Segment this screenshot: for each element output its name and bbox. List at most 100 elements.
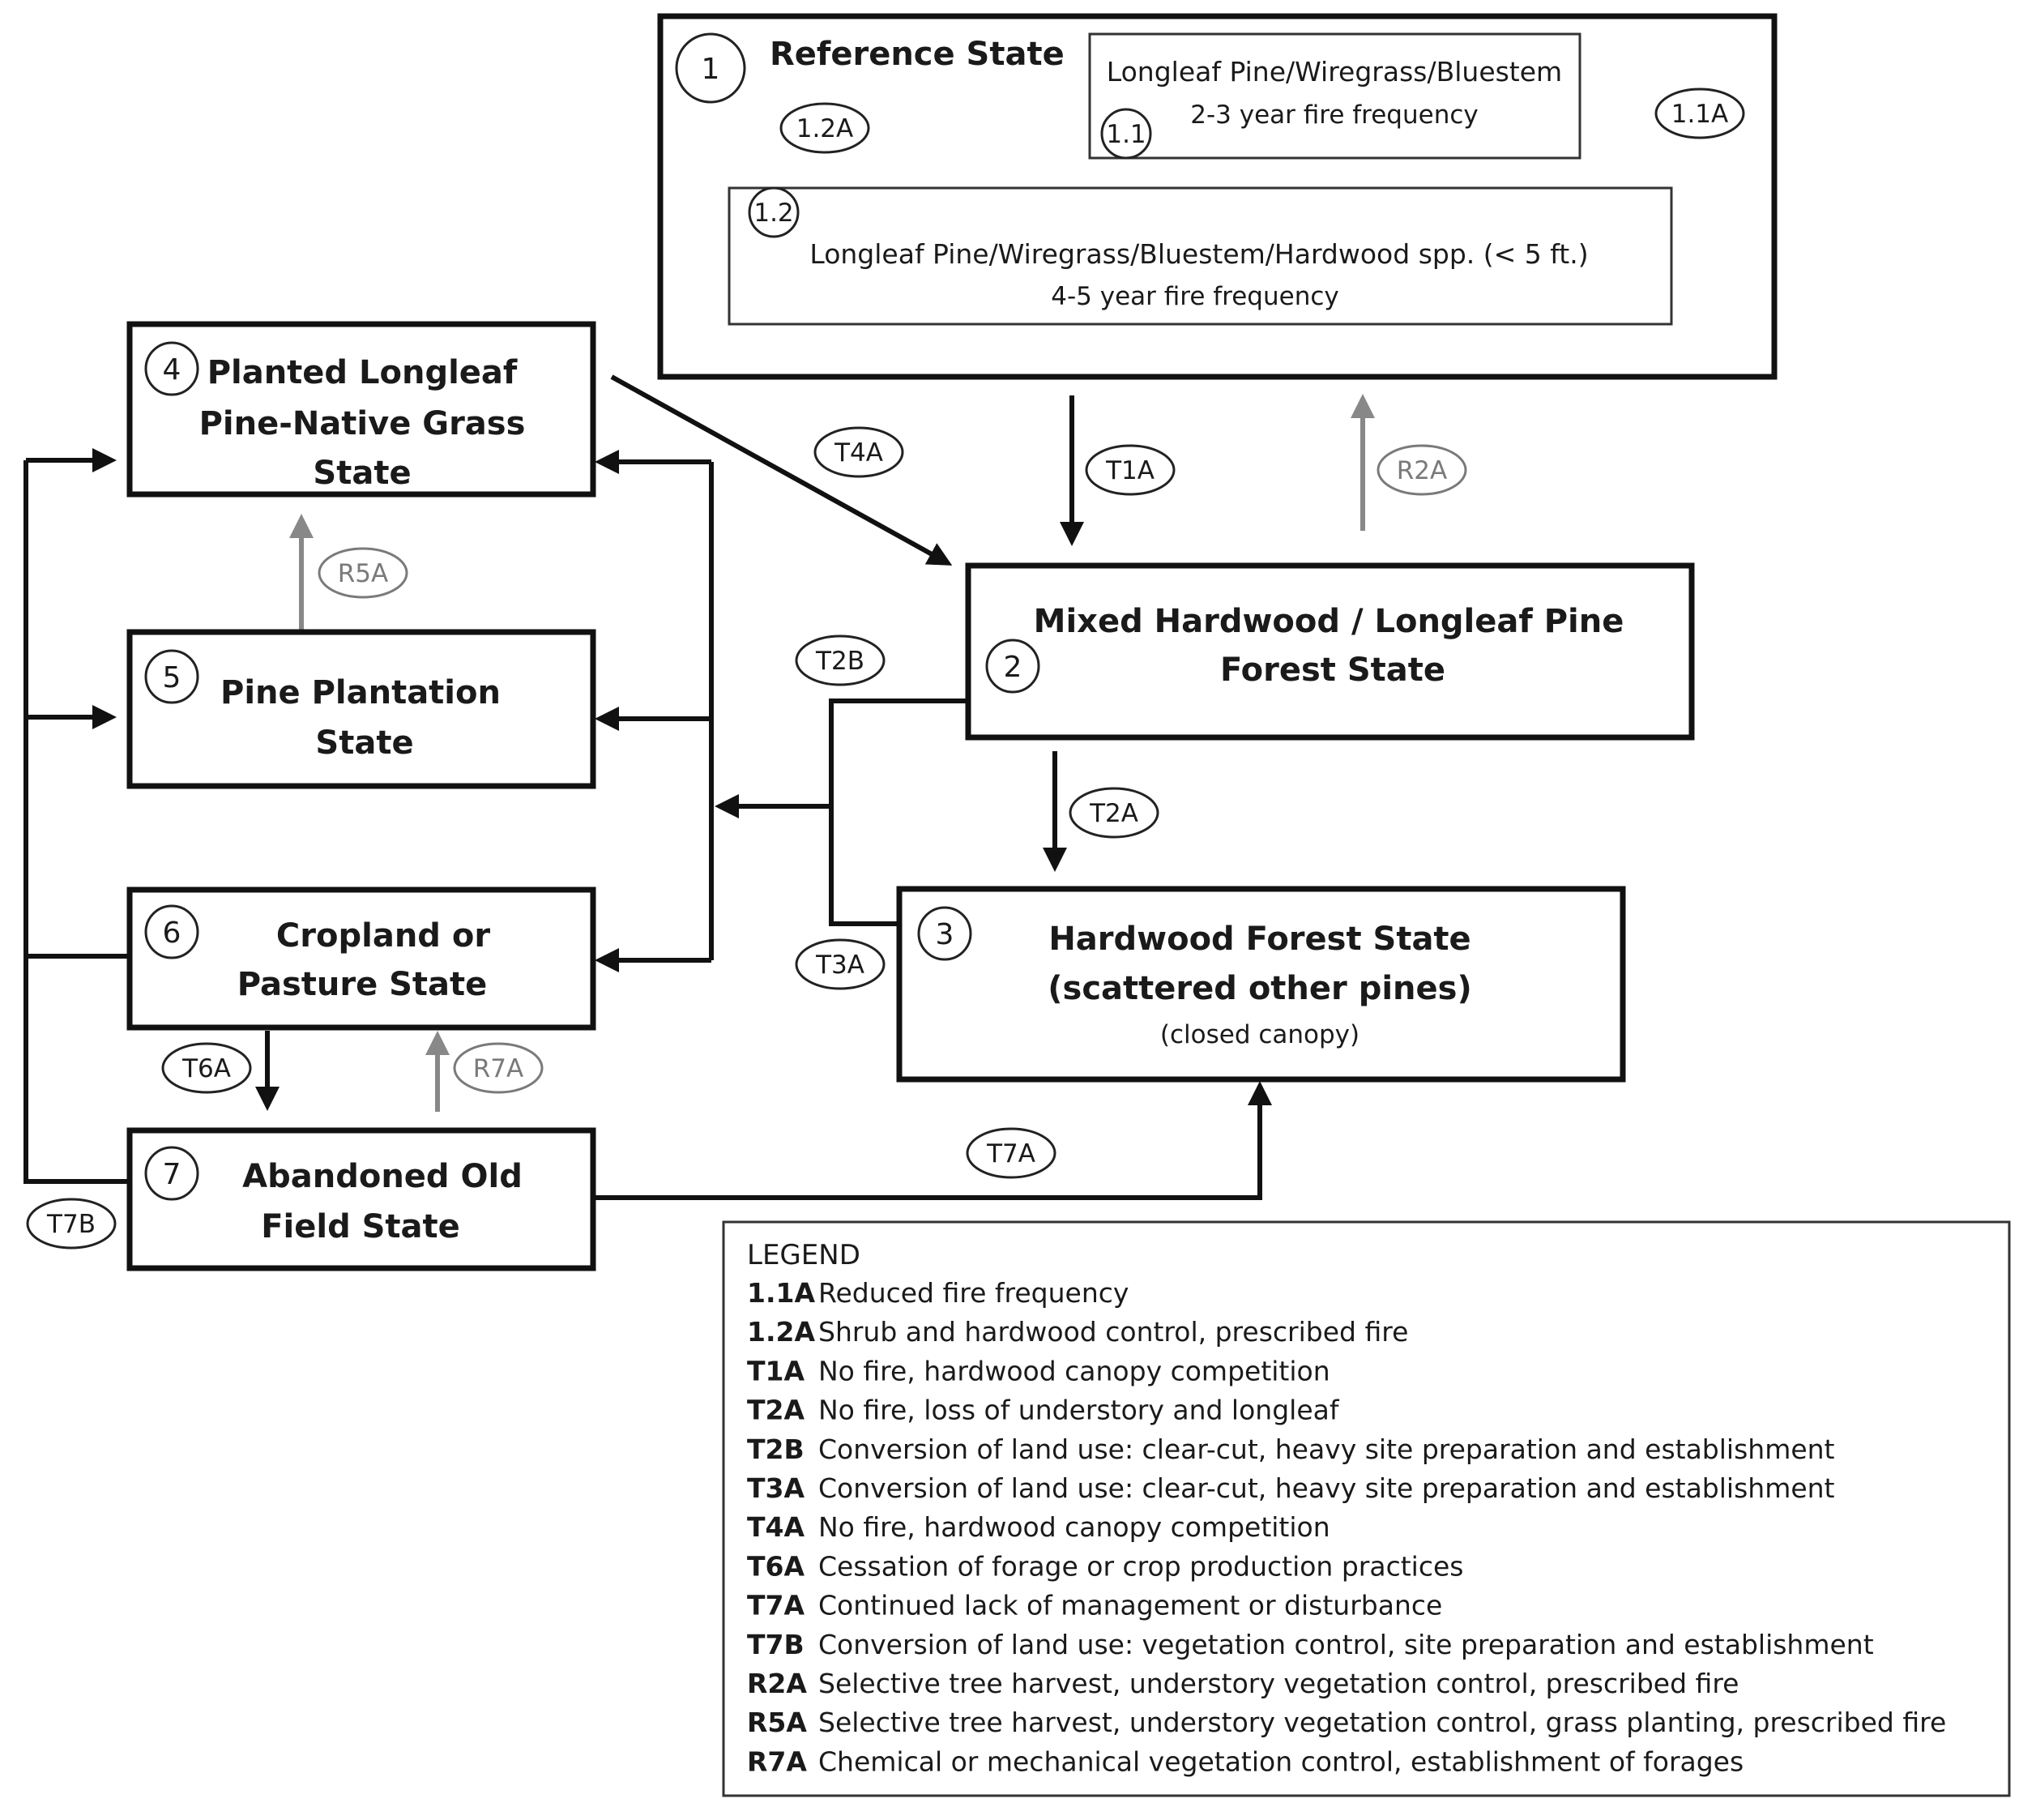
state-4-planted-longleaf: 4 Planted Longleaf Pine-Native Grass Sta… [126, 321, 596, 498]
state-7-title-line1: Abandoned Old [242, 1158, 523, 1195]
state-2-title-line1: Mixed Hardwood / Longleaf Pine [1034, 603, 1624, 640]
legend-item-code: T7B [747, 1629, 805, 1660]
arrow-t4a [610, 374, 953, 566]
label-1-2a: 1.2A [779, 102, 870, 154]
label-t7b: T7B [26, 1198, 117, 1250]
state-7-title-line2: Field State [261, 1208, 460, 1245]
phase-1-2-line2: 4-5 year fire frequency [1051, 282, 1339, 311]
legend-item: T2B Conversion of land use: clear-cut, he… [747, 1433, 1835, 1465]
legend-item: T6A Cessation of forage or crop productio… [747, 1550, 1463, 1582]
legend-box [722, 1220, 2011, 1797]
label-r5a: R5A [318, 547, 408, 599]
state-number-7-text: 7 [163, 1158, 181, 1191]
state-2-title-line2: Forest State [1220, 652, 1445, 689]
state-number-4 [144, 341, 199, 396]
state-4-title-line3: State [313, 455, 411, 492]
svg-text:T7B: T7B [46, 1210, 96, 1239]
legend-item-code: T7A [747, 1590, 805, 1621]
state-number-3-text: 3 [936, 918, 954, 951]
state-3-title-line2: (scattered other pines) [1048, 970, 1471, 1007]
legend-item-text: Conversion of land use: clear-cut, heavy… [818, 1433, 1835, 1465]
svg-text:T3A: T3A [815, 951, 864, 980]
transition-labels: 1.1A 1.2A T1A R2A T4A R5A T2B T2A [26, 88, 1745, 1250]
label-t3a: T3A [795, 938, 886, 990]
state-3-subtitle: (closed canopy) [1160, 1020, 1359, 1049]
legend-item: R2A Selective tree harvest, understory ve… [747, 1668, 1739, 1699]
legend-item-text: No fire, loss of understory and longleaf [818, 1395, 1340, 1426]
state-number-6 [144, 904, 199, 959]
svg-text:T1A: T1A [1105, 456, 1155, 485]
legend-item-text: Selective tree harvest, understory veget… [818, 1668, 1739, 1699]
legend-item-code: T2A [747, 1395, 805, 1426]
legend-item-text: No fire, hardwood canopy competition [818, 1355, 1330, 1386]
state-4-title-line1: Planted Longleaf [207, 354, 518, 391]
state-5-title-line2: State [315, 724, 413, 762]
legend-item-text: Cessation of forage or crop production p… [818, 1550, 1463, 1582]
state-number-1-text: 1 [702, 53, 720, 86]
arrow-t7a [595, 1081, 1272, 1200]
svg-text:R5A: R5A [338, 559, 388, 588]
legend-item-code: T6A [747, 1550, 805, 1582]
svg-text:R7A: R7A [473, 1054, 523, 1083]
svg-text:1.1A: 1.1A [1671, 100, 1729, 129]
phase-1-1-line1: Longleaf Pine/Wiregrass/Bluestem [1107, 56, 1562, 88]
legend-item-text: No fire, hardwood canopy competition [818, 1511, 1330, 1543]
legend-item: R7A Chemical or mechanical vegetation con… [747, 1745, 1744, 1777]
state-2-mixed-hardwood-longleaf: 2 Mixed Hardwood / Longleaf Pine Forest … [965, 562, 1695, 741]
state-number-4-text: 4 [163, 353, 181, 387]
state-3-title-line1: Hardwood Forest State [1048, 921, 1470, 958]
state-6-title-line1: Cropland or [276, 917, 490, 955]
svg-text:R2A: R2A [1397, 456, 1447, 485]
phase-1-2-line1: Longleaf Pine/Wiregrass/Bluestem/Hardwoo… [809, 238, 1588, 270]
svg-text:T2B: T2B [815, 647, 864, 676]
phase-number-1-2 [748, 186, 800, 238]
label-t1a: T1A [1085, 444, 1176, 496]
label-t4a: T4A [813, 426, 904, 478]
svg-text:T2A: T2A [1089, 799, 1138, 828]
state-5-title-line1: Pine Plantation [220, 674, 501, 711]
legend-item-code: 1.2A [747, 1316, 815, 1348]
state-1-title: Reference State [770, 36, 1065, 73]
legend-item-text: Selective tree harvest, understory veget… [818, 1707, 1946, 1738]
state-number-1 [675, 32, 746, 104]
legend-item-code: T4A [747, 1511, 805, 1543]
label-t2a: T2A [1069, 787, 1159, 839]
legend-item-text: Reduced fire frequency [818, 1277, 1129, 1309]
phase-1-2: 1.2 Longleaf Pine/Wiregrass/Bluestem/Har… [728, 186, 1673, 326]
bus-left [23, 460, 130, 1184]
legend-item-code: T2B [747, 1433, 805, 1465]
label-t2b: T2B [795, 634, 886, 686]
legend-item-text: Shrub and hardwood control, prescribed f… [818, 1316, 1408, 1348]
state-number-6-text: 6 [163, 916, 181, 950]
legend-item-code: R7A [747, 1745, 807, 1777]
legend-item: T2A No fire, loss of understory and longl… [747, 1395, 1340, 1426]
legend-item: T4A No fire, hardwood canopy competition [747, 1511, 1330, 1543]
legend-title: LEGEND [747, 1239, 860, 1271]
label-t6a: T6A [161, 1042, 252, 1094]
state-6-cropland-pasture: 6 Cropland or Pasture State [126, 887, 596, 1031]
svg-text:T4A: T4A [834, 438, 883, 468]
state-4-title-line2: Pine-Native Grass [199, 405, 526, 442]
phase-number-1-1 [1100, 108, 1152, 160]
legend-item-code: R5A [747, 1707, 807, 1738]
svg-text:T7A: T7A [986, 1139, 1035, 1168]
svg-text:1.2A: 1.2A [796, 114, 854, 143]
label-r7a: R7A [453, 1042, 544, 1094]
label-1-1a: 1.1A [1654, 88, 1745, 139]
legend-item-code: R2A [747, 1668, 807, 1699]
connectors [23, 75, 1630, 1200]
legend-item-text: Chemical or mechanical vegetation contro… [818, 1745, 1744, 1777]
state-5-pine-plantation: 5 Pine Plantation State [126, 629, 596, 789]
state-number-7 [144, 1146, 199, 1201]
state-number-2 [985, 639, 1040, 694]
phase-1-1-line2: 2-3 year fire frequency [1190, 100, 1479, 130]
phase-number-1-2-text: 1.2 [753, 199, 793, 228]
label-r2a: R2A [1377, 444, 1467, 496]
